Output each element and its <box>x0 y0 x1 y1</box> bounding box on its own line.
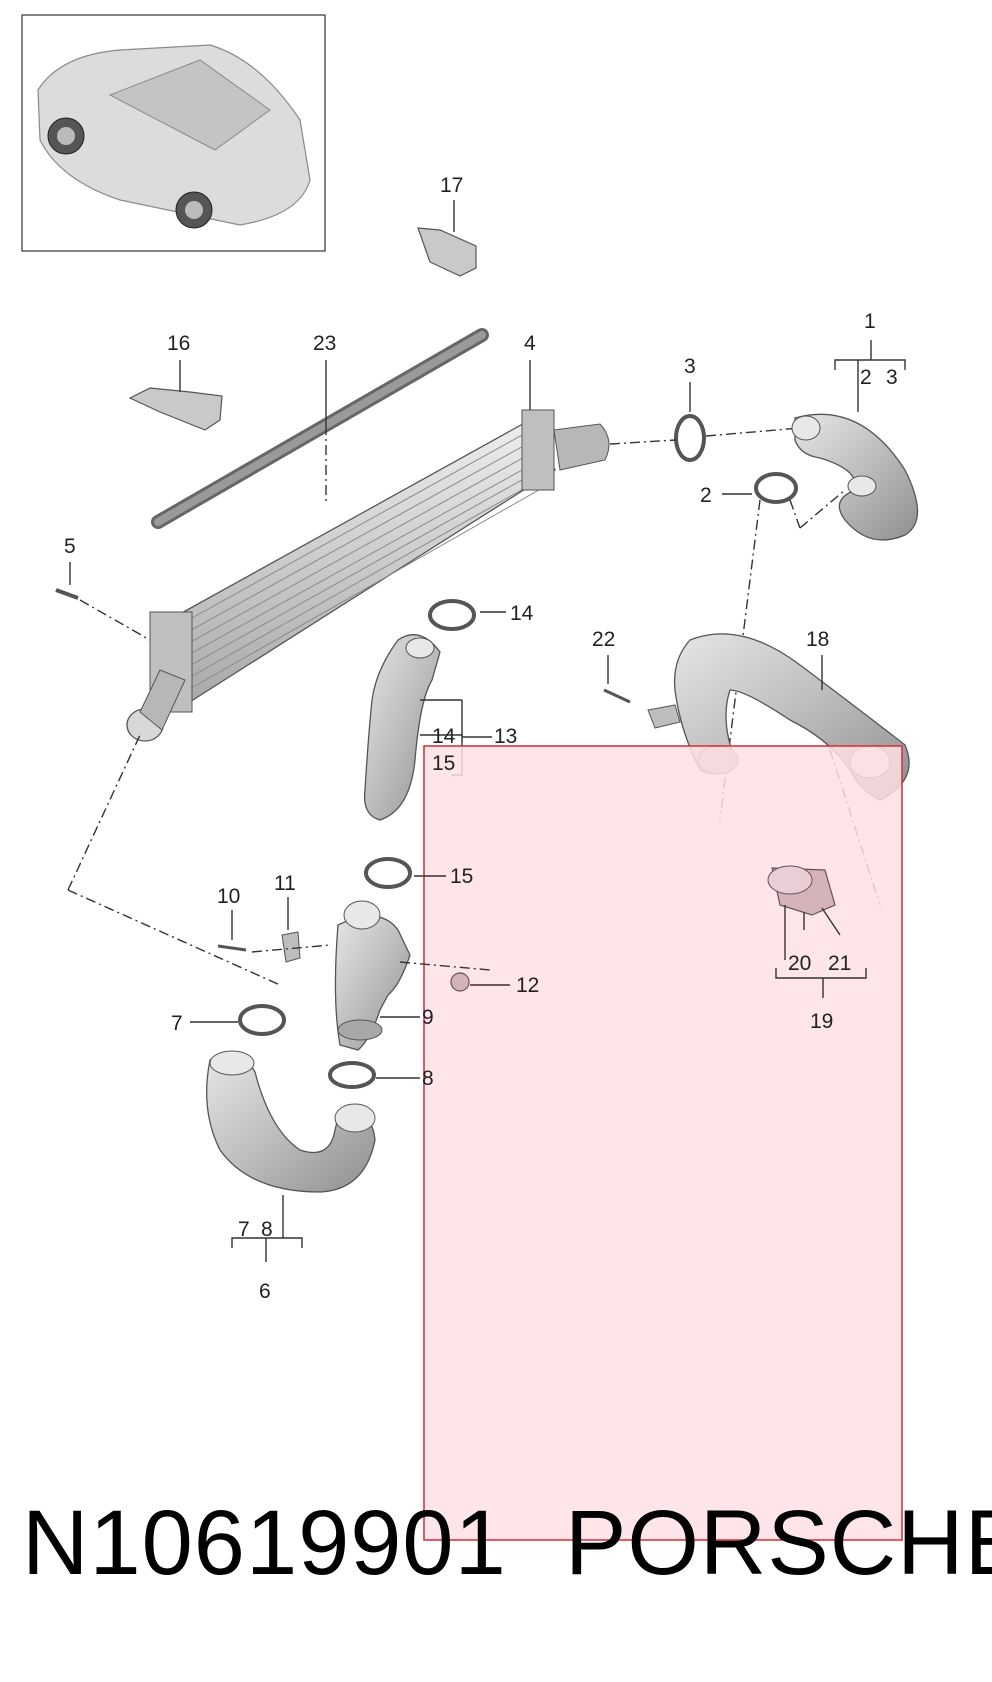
callout-21: 21 <box>828 952 851 975</box>
hose-part-13 <box>363 634 492 821</box>
bolt-part-5 <box>55 562 151 641</box>
pipe-part-6 <box>206 1050 376 1262</box>
callout-3-sub: 3 <box>886 366 898 389</box>
callout-22: 22 <box>592 628 615 651</box>
seal-strip-part-23 <box>151 328 489 529</box>
nut-part-12 <box>450 972 510 992</box>
callout-18: 18 <box>806 628 829 651</box>
bracket-part-17 <box>417 200 477 277</box>
callout-2: 2 <box>700 484 712 507</box>
clamp-part-7 <box>190 1004 286 1036</box>
sensor-part-11 <box>67 734 331 986</box>
callout-7: 7 <box>171 1012 183 1035</box>
pipe-part-1 <box>791 340 918 541</box>
callout-9: 9 <box>422 1006 434 1029</box>
callout-7-sub: 7 <box>238 1218 250 1241</box>
callout-14-sub: 14 <box>432 725 456 748</box>
callout-8: 8 <box>422 1067 434 1090</box>
callout-5: 5 <box>64 535 76 558</box>
callout-14: 14 <box>510 602 534 625</box>
callout-15-sub: 15 <box>432 752 455 775</box>
bolt-part-22 <box>603 655 631 704</box>
callout-2-sub: 2 <box>860 366 872 389</box>
callout-13: 13 <box>494 725 517 748</box>
callout-15: 15 <box>450 865 473 888</box>
vehicle-thumbnail <box>21 14 326 252</box>
callout-1: 1 <box>864 310 876 333</box>
callout-12: 12 <box>516 974 539 997</box>
clamp-part-3 <box>609 382 801 462</box>
callout-4: 4 <box>524 332 536 355</box>
part-number: N10619901 <box>22 1492 507 1594</box>
clamp-part-8 <box>328 1061 420 1089</box>
connector-part-19 <box>767 865 867 998</box>
bolt-part-10 <box>217 910 247 952</box>
callout-19: 19 <box>810 1010 833 1033</box>
brand-name: PORSCHE <box>565 1492 992 1594</box>
fitting-part-9 <box>334 900 491 1051</box>
callout-16: 16 <box>167 332 190 355</box>
cover-part-16 <box>128 360 223 431</box>
callout-6: 6 <box>259 1280 271 1303</box>
highlight-region <box>423 745 903 1541</box>
callout-10: 10 <box>217 885 240 908</box>
callout-17: 17 <box>440 174 463 197</box>
callout-23: 23 <box>313 332 336 355</box>
callout-11: 11 <box>274 872 296 895</box>
callout-8-sub: 8 <box>261 1218 273 1241</box>
charge-air-cooler-part-4 <box>126 360 610 742</box>
clamp-part-15 <box>364 857 446 889</box>
callout-20: 20 <box>788 952 811 975</box>
clamp-part-14 <box>428 599 506 631</box>
callout-labels: 17 16 23 4 1 2 3 3 2 5 14 22 18 14 13 15… <box>64 174 898 1303</box>
callout-3: 3 <box>684 355 696 378</box>
